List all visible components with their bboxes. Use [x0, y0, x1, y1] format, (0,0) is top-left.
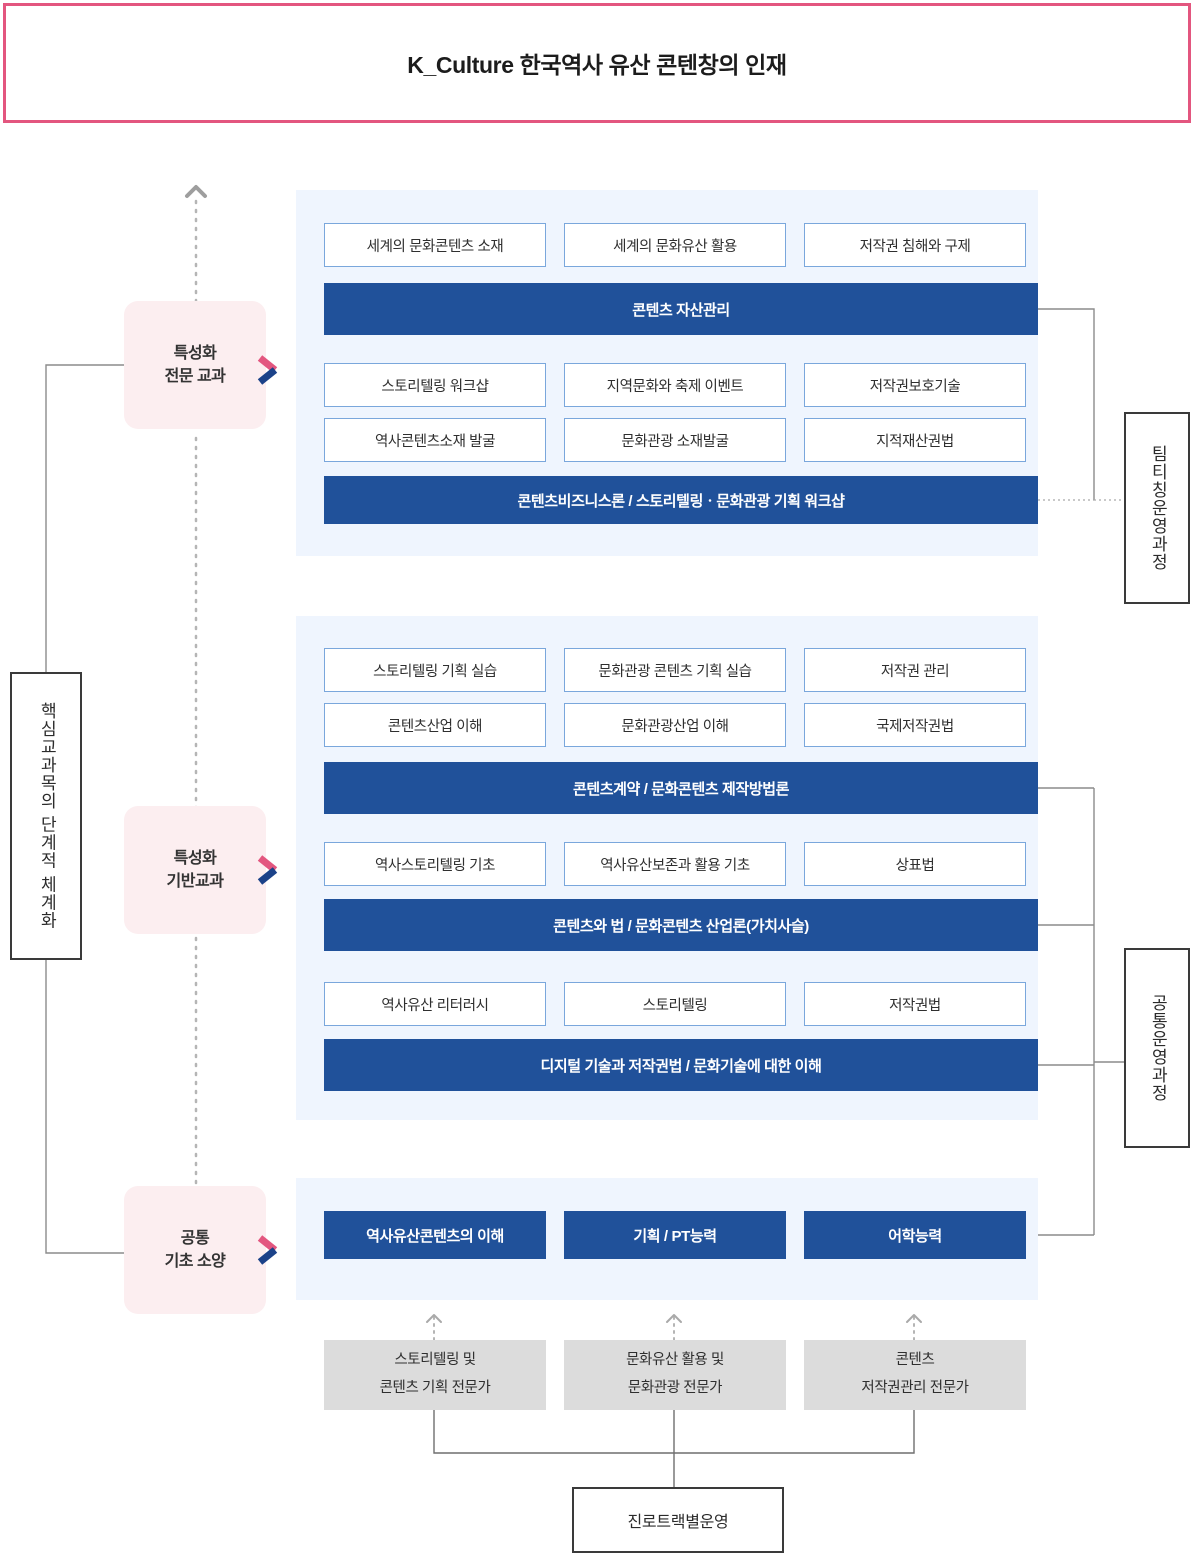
- common-skill-box[interactable]: 기획 / PT능력: [564, 1211, 786, 1259]
- course-box[interactable]: 저작권법: [804, 982, 1026, 1026]
- course-box[interactable]: 상표법: [804, 842, 1026, 886]
- core-course-bar[interactable]: 콘텐츠와 법 / 문화콘텐츠 산업론(가치사슬): [324, 899, 1038, 951]
- core-course-bar[interactable]: 콘텐츠비즈니스론 / 스토리텔링ㆍ문화관광 기획 워크샵: [324, 476, 1038, 524]
- core-course-bar[interactable]: 디지털 기술과 저작권법 / 문화기술에 대한 이해: [324, 1039, 1038, 1091]
- course-box[interactable]: 스토리텔링 워크샵: [324, 363, 546, 407]
- stage-label-line2: 기초 소양: [164, 1253, 226, 1270]
- course-box[interactable]: 문화관광 소재발굴: [564, 418, 786, 462]
- course-box[interactable]: 저작권 침해와 구제: [804, 223, 1026, 267]
- course-box[interactable]: 국제저작권법: [804, 703, 1026, 747]
- stage-label-line2: 기반교과: [166, 873, 224, 890]
- expert-track-box[interactable]: 콘텐츠 저작권관리 전문가: [804, 1340, 1026, 1410]
- stage-label-line1: 특성화: [173, 344, 217, 362]
- expert-track-line1: 스토리텔링 및: [394, 1352, 476, 1369]
- course-box[interactable]: 문화관광산업 이해: [564, 703, 786, 747]
- course-box[interactable]: 저작권 관리: [804, 648, 1026, 692]
- expert-track-box[interactable]: 스토리텔링 및 콘텐츠 기획 전문가: [324, 1340, 546, 1410]
- stage-label-line2: 전문 교과: [164, 368, 226, 385]
- core-curriculum-axis-box: 핵심교과목의 단계적 체계화: [10, 672, 82, 960]
- track-label-common-operation: 공통운영과정: [1148, 994, 1168, 1102]
- expert-track-line1: 문화유산 활용 및: [626, 1352, 724, 1369]
- track-label-team-teaching: 팀티칭운영과정: [1148, 445, 1168, 571]
- stage-label-specialized-professional[interactable]: 특성화 전문 교과: [124, 301, 266, 429]
- course-box[interactable]: 역사유산 리터러시: [324, 982, 546, 1026]
- course-box[interactable]: 역사콘텐츠소재 발굴: [324, 418, 546, 462]
- expert-track-line2: 문화관광 전문가: [627, 1380, 723, 1396]
- core-course-bar[interactable]: 콘텐츠 자산관리: [324, 283, 1038, 335]
- chevron-arrow-icon: [254, 352, 284, 388]
- common-skill-box[interactable]: 역사유산콘텐츠의 이해: [324, 1211, 546, 1259]
- core-curriculum-axis-label: 핵심교과목의 단계적 체계화: [37, 702, 57, 930]
- course-box[interactable]: 문화관광 콘텐츠 기획 실습: [564, 648, 786, 692]
- stage-label-common-basic[interactable]: 공통 기초 소양: [124, 1186, 266, 1314]
- course-box[interactable]: 스토리텔링 기획 실습: [324, 648, 546, 692]
- stage-label-line1: 공통: [180, 1229, 210, 1247]
- course-box[interactable]: 세계의 문화유산 활용: [564, 223, 786, 267]
- course-box[interactable]: 역사스토리텔링 기초: [324, 842, 546, 886]
- chevron-arrow-icon: [254, 1232, 284, 1268]
- expert-track-line2: 콘텐츠 기획 전문가: [379, 1380, 491, 1396]
- page-title: K_Culture 한국역사 유산 콘텐창의 인재: [407, 52, 787, 78]
- course-box[interactable]: 저작권보호기술: [804, 363, 1026, 407]
- course-box[interactable]: 역사유산보존과 활용 기초: [564, 842, 786, 886]
- chevron-arrow-icon: [254, 852, 284, 888]
- course-box[interactable]: 콘텐츠산업 이해: [324, 703, 546, 747]
- course-box[interactable]: 스토리텔링: [564, 982, 786, 1026]
- core-course-bar[interactable]: 콘텐츠계약 / 문화콘텐츠 제작방법론: [324, 762, 1038, 814]
- common-skill-box[interactable]: 어학능력: [804, 1211, 1026, 1259]
- course-box[interactable]: 지역문화와 축제 이벤트: [564, 363, 786, 407]
- stage-label-specialized-foundation[interactable]: 특성화 기반교과: [124, 806, 266, 934]
- track-box-common-operation: 공통운영과정: [1124, 948, 1190, 1148]
- expert-track-line2: 저작권관리 전문가: [861, 1380, 969, 1396]
- course-box[interactable]: 지적재산권법: [804, 418, 1026, 462]
- track-box-team-teaching: 팀티칭운영과정: [1124, 412, 1190, 604]
- career-track-box[interactable]: 진로트랙별운영: [572, 1487, 784, 1553]
- expert-track-box[interactable]: 문화유산 활용 및 문화관광 전문가: [564, 1340, 786, 1410]
- stage-label-line1: 특성화: [173, 849, 217, 867]
- course-box[interactable]: 세계의 문화콘텐츠 소재: [324, 223, 546, 267]
- page-header: K_Culture 한국역사 유산 콘텐창의 인재: [3, 3, 1191, 123]
- expert-track-line1: 콘텐츠: [895, 1352, 935, 1369]
